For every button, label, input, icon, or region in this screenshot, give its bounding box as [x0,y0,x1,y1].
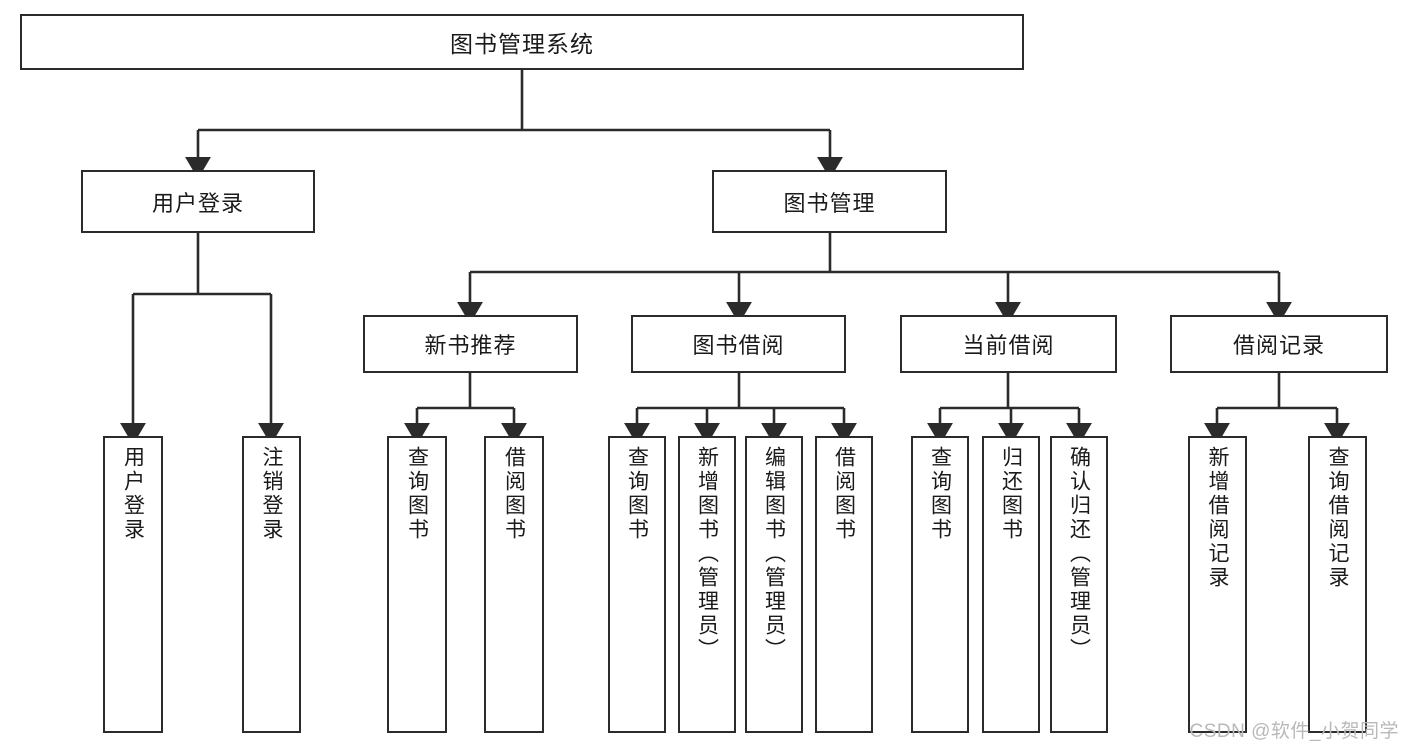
leaf-borrow-book-newbook[interactable]: 借阅图书 [484,436,544,733]
leaf-query-book-current[interactable]: 查询图书 [911,436,969,733]
leaf-logout-login[interactable]: 注销登录 [242,436,301,733]
leaf-edit-book-admin[interactable]: 编辑图书（管理员） [745,436,803,733]
node-user-login-label: 用户登录 [151,190,244,216]
node-book-borrow-label: 图书借阅 [692,333,785,358]
leaf-add-borrow-record[interactable]: 新增借阅记录 [1188,436,1247,733]
leaf-borrow-book[interactable]: 借阅图书 [815,436,873,733]
leaf-query-book-borrow-label: 查询图书 [625,446,649,542]
leaf-add-borrow-record-label: 新增借阅记录 [1206,446,1229,590]
leaf-user-login-label: 用户登录 [121,446,145,542]
leaf-add-book-admin-label: 新增图书（管理员） [695,446,719,662]
node-root-system[interactable]: 图书管理系统 [20,14,1024,70]
node-book-management[interactable]: 图书管理 [712,170,947,233]
leaf-borrow-book-newbook-label: 借阅图书 [502,446,526,542]
node-root-system-label: 图书管理系统 [450,31,594,57]
node-user-login[interactable]: 用户登录 [81,170,315,233]
leaf-query-borrow-record-label: 查询借阅记录 [1326,446,1349,590]
node-book-borrow[interactable]: 图书借阅 [631,315,846,373]
node-book-management-label: 图书管理 [783,190,876,216]
node-borrow-record-label: 借阅记录 [1232,333,1325,358]
node-new-book-recommend[interactable]: 新书推荐 [363,315,578,373]
leaf-add-book-admin[interactable]: 新增图书（管理员） [678,436,736,733]
leaf-query-book-borrow[interactable]: 查询图书 [608,436,666,733]
node-current-borrow-label: 当前借阅 [962,333,1055,358]
leaf-logout-login-label: 注销登录 [260,446,283,542]
leaf-query-book-newbook-label: 查询图书 [405,446,429,542]
leaf-return-book[interactable]: 归还图书 [982,436,1040,733]
leaf-confirm-return-admin[interactable]: 确认归还（管理员） [1050,436,1108,733]
leaf-return-book-label: 归还图书 [999,446,1023,542]
leaf-user-login[interactable]: 用户登录 [103,436,163,733]
node-borrow-record[interactable]: 借阅记录 [1170,315,1388,373]
node-current-borrow[interactable]: 当前借阅 [900,315,1117,373]
watermark-text: CSDN @软件_小贺同学 [1189,721,1399,742]
leaf-edit-book-admin-label: 编辑图书（管理员） [762,446,786,662]
leaf-query-book-current-label: 查询图书 [928,446,952,542]
leaf-query-borrow-record[interactable]: 查询借阅记录 [1308,436,1367,733]
leaf-confirm-return-admin-label: 确认归还（管理员） [1067,446,1091,662]
node-new-book-recommend-label: 新书推荐 [424,333,517,358]
leaf-query-book-newbook[interactable]: 查询图书 [387,436,447,733]
leaf-borrow-book-label: 借阅图书 [832,446,856,542]
